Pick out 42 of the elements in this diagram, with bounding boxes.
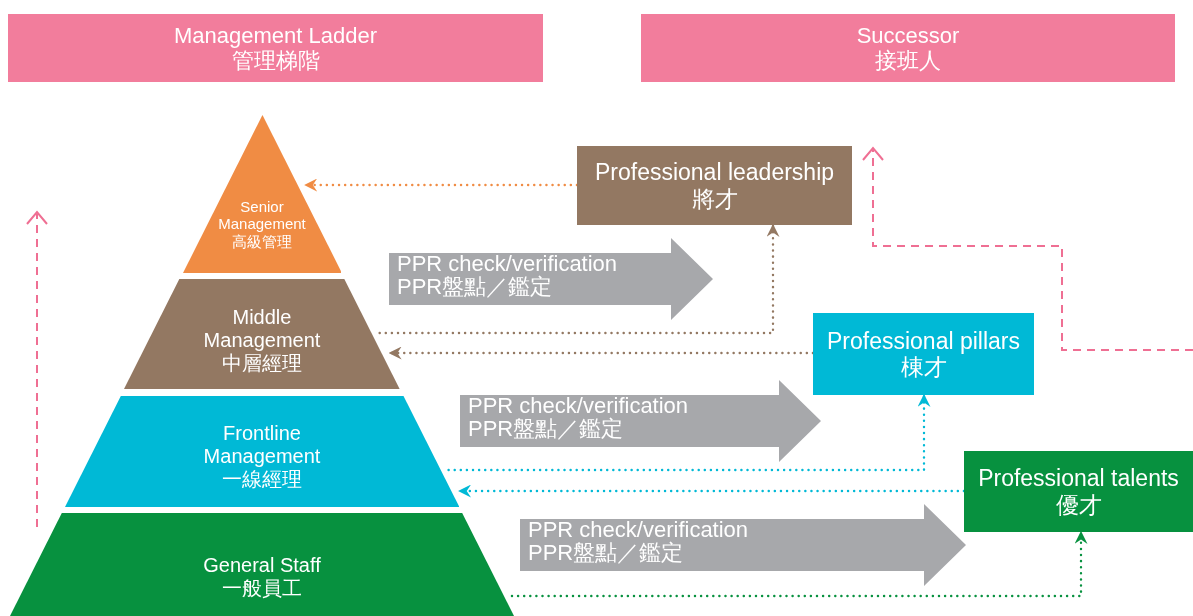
- header-title: Successor: [856, 22, 960, 48]
- tier-subtitle: 一線經理: [222, 468, 302, 491]
- process-arrow-shape: [389, 238, 713, 320]
- category-title: Professional talents: [978, 465, 1179, 492]
- tier-subtitle: 高級管理: [232, 232, 292, 250]
- arrow-text: PPR盤點／鑑定: [468, 417, 624, 441]
- pyramid-tier: [182, 115, 342, 273]
- tier-title: Senior Management: [217, 198, 307, 233]
- header-subtitle: 接班人: [875, 48, 941, 74]
- header-title: Management Ladder: [174, 22, 377, 48]
- tier-subtitle: 一般員工: [222, 576, 302, 600]
- tier-title: General Staff: [203, 553, 321, 577]
- category-box: [964, 451, 1193, 532]
- category-subtitle: 優才: [1055, 491, 1102, 518]
- category-title: Professional pillars: [827, 327, 1020, 354]
- dotted-arrow: [388, 346, 815, 360]
- dotted-arrow: [457, 484, 966, 498]
- arrow-text: PPR盤點／鑑定: [528, 541, 684, 565]
- header-banner: [8, 14, 543, 82]
- process-arrow-shape: [460, 380, 821, 462]
- pyramid-tier: [124, 279, 400, 389]
- header-banner: [641, 14, 1175, 82]
- header-subtitle: 管理梯階: [231, 48, 320, 74]
- dotted-arrow: [510, 530, 1088, 598]
- tier-title: Middle Management: [202, 305, 322, 352]
- arrow-text: PPR check/verification: [528, 518, 749, 542]
- dotted-arrow: [304, 178, 579, 192]
- category-box: [577, 146, 852, 225]
- dotted-arrow: [447, 393, 931, 472]
- pyramid-tier: [64, 396, 460, 507]
- arrow-text: PPR check/verification: [397, 252, 618, 276]
- category-box: [813, 313, 1034, 395]
- process-arrow-shape: [520, 504, 966, 586]
- category-subtitle: 將才: [691, 185, 738, 212]
- tier-title: Frontline Management: [202, 422, 322, 468]
- arrow-text: PPR check/verification: [468, 394, 689, 418]
- category-subtitle: 棟才: [900, 354, 947, 381]
- dotted-arrow: [378, 223, 780, 335]
- arrow-text: PPR盤點／鑑定: [397, 275, 553, 299]
- category-title: Professional leadership: [594, 159, 835, 186]
- tier-subtitle: 中層經理: [222, 351, 302, 375]
- pyramid-tier: [10, 513, 514, 616]
